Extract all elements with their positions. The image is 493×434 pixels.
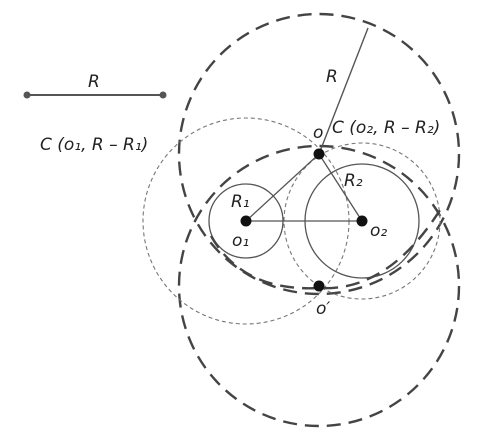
- circle-c-o2: [283, 142, 441, 300]
- r1-label: R₁: [231, 192, 250, 212]
- radius-r-label: R: [326, 67, 338, 87]
- point-o-label: o: [313, 123, 323, 143]
- point-o: [313, 148, 325, 160]
- large-circle-center-o-prime: [177, 144, 461, 428]
- line-o-o1: [245, 153, 320, 222]
- point-o2: [356, 215, 368, 227]
- c-o2-label: C (o₂, R – R₂): [332, 118, 440, 138]
- r-segment-left-endpoint: [23, 91, 31, 99]
- large-circle-center-o: [177, 12, 461, 296]
- r-segment-right-endpoint: [159, 91, 167, 99]
- tangent-arc-lower: [209, 209, 442, 290]
- point-o2-label: o₂: [370, 221, 387, 241]
- point-o1: [240, 215, 252, 227]
- r-segment-label: R: [88, 72, 100, 92]
- c-o1-label: C (o₁, R – R₁): [40, 135, 148, 155]
- point-o1-label: o₁: [232, 231, 249, 251]
- point-o-prime-label: o′: [316, 299, 330, 319]
- point-o-prime: [313, 280, 325, 292]
- line-o-o2: [318, 153, 363, 222]
- r2-label: R₂: [344, 171, 363, 191]
- radius-r-line: [318, 27, 369, 155]
